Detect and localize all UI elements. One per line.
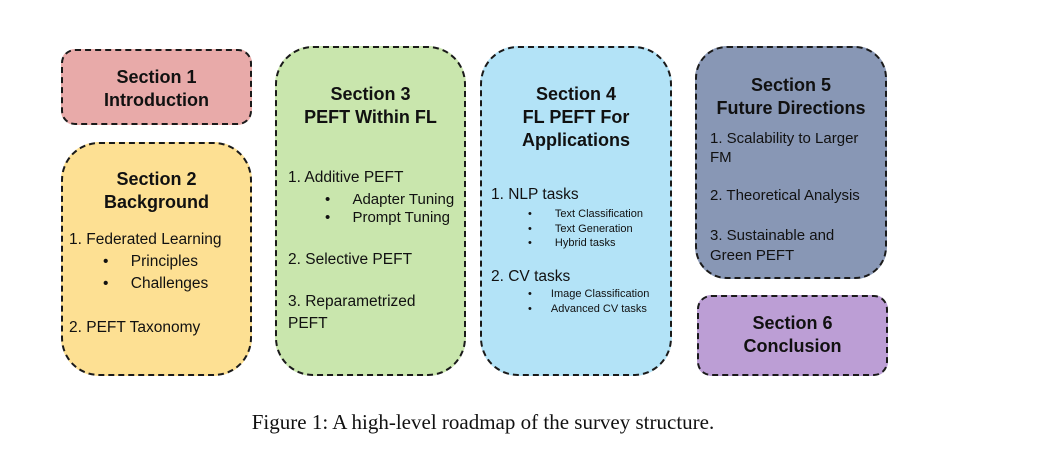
bullet-icon: • (325, 191, 331, 208)
section-1-number: Section 1 (116, 67, 197, 87)
section-2-number: Section 2 (116, 169, 197, 189)
bullet-icon: • (103, 253, 109, 270)
section-1-name: Introduction (104, 90, 209, 110)
section-6-number: Section 6 (752, 313, 833, 333)
section-4-name-line-2: Applications (521, 130, 630, 150)
section-6-box: Section 6 Conclusion (697, 295, 888, 376)
section-4-name-line-1: FL PEFT For (522, 107, 630, 127)
bullet-icon: • (528, 208, 532, 220)
section-4-box: Section 4 FL PEFT For Applications 1. NL… (480, 46, 672, 376)
section-4-subitem: • Hybrid tasks (528, 237, 616, 249)
section-6-name: Conclusion (743, 336, 842, 356)
section-5-name: Future Directions (716, 98, 866, 118)
section-5-number: Section 5 (750, 75, 832, 95)
section-2-box: Section 2 Background 1. Federated Learni… (61, 142, 252, 376)
section-4-subitem: • Text Classification (528, 208, 643, 220)
section-3-number: Section 3 (330, 84, 411, 104)
section-4-number: Section 4 (535, 84, 617, 104)
bullet-icon: • (528, 237, 532, 249)
bullet-icon: • (103, 275, 109, 292)
section-3-subitem: • Prompt Tuning (325, 209, 450, 226)
section-2-name: Background (103, 192, 209, 212)
section-4-item-1: 1. NLP tasks (491, 186, 579, 203)
section-3-item-1: 1. Additive PEFT (288, 169, 404, 186)
section-4-subitem: • Advanced CV tasks (528, 303, 647, 315)
section-5-item-3: 3. Sustainable and Green PEFT (710, 227, 835, 264)
section-5-item-2: 2. Theoretical Analysis (710, 187, 860, 204)
section-2-item-2: 2. PEFT Taxonomy (69, 319, 201, 336)
bullet-icon: • (528, 303, 532, 315)
figure-caption: Figure 1: A high-level roadmap of the su… (251, 410, 715, 434)
section-4-subitem: • Image Classification (528, 288, 650, 300)
section-3-box: Section 3 PEFT Within FL 1. Additive PEF… (275, 46, 466, 376)
bullet-icon: • (325, 209, 331, 226)
section-3-item-3: 3. Reparametrized PEFT (288, 293, 416, 332)
section-3-name: PEFT Within FL (304, 107, 437, 127)
section-4-item-2: 2. CV tasks (491, 268, 571, 285)
section-3-subitem: • Adapter Tuning (325, 191, 455, 208)
bullet-icon: • (528, 288, 532, 300)
section-5-item-1: 1. Scalability to Larger FM (710, 130, 859, 166)
section-3-item-2: 2. Selective PEFT (288, 251, 413, 268)
section-1-box: Section 1 Introduction (61, 49, 252, 125)
section-2-subitem: • Challenges (103, 275, 209, 292)
section-4-subitem: • Text Generation (528, 223, 633, 235)
bullet-icon: • (528, 223, 532, 235)
section-2-item-1: 1. Federated Learning (69, 231, 222, 248)
section-2-subitem: • Principles (103, 253, 198, 270)
section-5-box: Section 5 Future Directions 1. Scalabili… (695, 46, 887, 279)
